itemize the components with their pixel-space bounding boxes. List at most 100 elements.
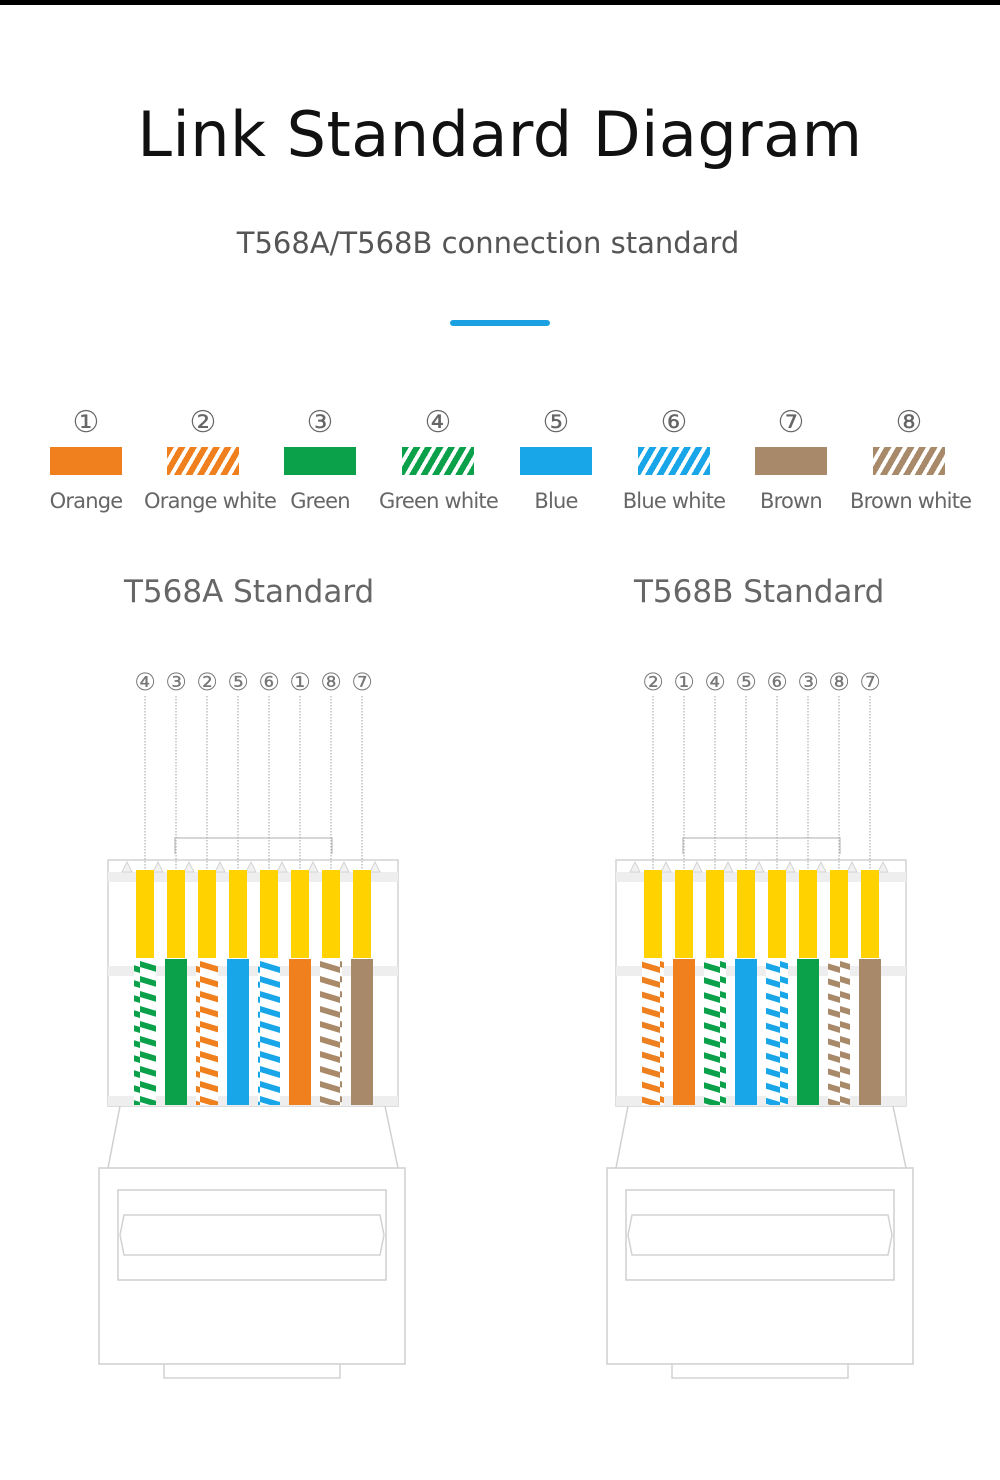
comb-tooth: [629, 860, 641, 873]
legend-swatch-striped: [402, 447, 474, 475]
legend-label: Brown white: [850, 489, 972, 513]
housing-band: [616, 872, 906, 882]
accent-divider: [450, 320, 550, 326]
pin-number-label: ⑥: [258, 668, 280, 696]
legend-label: Green white: [379, 489, 499, 513]
legend-swatch-striped: [638, 447, 710, 475]
pin-number-label: ④: [704, 668, 726, 696]
housing-band: [616, 1096, 906, 1106]
legend-swatch-solid: [50, 447, 122, 475]
top-border: [0, 0, 1000, 5]
connector-foot: [671, 1363, 849, 1379]
legend-number: ②: [189, 405, 217, 440]
legend-item: ⑤ Blue: [497, 405, 615, 513]
comb-tooth: [121, 860, 133, 873]
wire-orange-white: [642, 959, 664, 1105]
wire-blue: [227, 959, 249, 1105]
legend-number: ⑤: [542, 405, 570, 440]
gold-pin: [167, 870, 185, 958]
gold-pin: [260, 870, 278, 958]
connector-housing: [107, 859, 399, 1107]
legend-label: Orange white: [144, 489, 277, 513]
legend-swatch-striped: [873, 447, 945, 475]
comb-tooth: [753, 860, 765, 873]
latch-slot: [627, 1214, 893, 1256]
wire-green-white: [704, 959, 726, 1105]
housing-band: [108, 872, 398, 882]
connector-foot: [163, 1363, 341, 1379]
pin-number-label: ⑦: [859, 668, 881, 696]
page-title: Link Standard Diagram: [137, 98, 863, 171]
gold-pin: [706, 870, 724, 958]
legend-label: Blue white: [622, 489, 726, 513]
legend-label: Green: [290, 489, 350, 513]
comb-tooth: [152, 860, 164, 873]
legend-item: ⑦ Brown: [732, 405, 850, 513]
wire-blue-white: [766, 959, 788, 1105]
wire-orange: [673, 959, 695, 1105]
gold-pin: [675, 870, 693, 958]
pin-number-label: ②: [642, 668, 664, 696]
pin-number-label: ⑥: [766, 668, 788, 696]
legend-number: ③: [306, 405, 334, 440]
legend-label: Brown: [760, 489, 823, 513]
wire-brown-white: [828, 959, 850, 1105]
legend-item: ③ Green: [261, 405, 379, 513]
legend-swatch-solid: [520, 447, 592, 475]
wire-brown: [859, 959, 881, 1105]
comb-tooth: [276, 860, 288, 873]
gold-pin: [644, 870, 662, 958]
page-subtitle: T568A/T568B connection standard: [236, 226, 740, 260]
comb-tooth: [846, 860, 858, 873]
comb-tooth: [245, 860, 257, 873]
comb-tooth: [307, 860, 319, 873]
pin-bracket: [174, 837, 333, 854]
pin-number-label: ⑤: [735, 668, 757, 696]
housing-band: [108, 1096, 398, 1106]
pin-number-label: ⑧: [828, 668, 850, 696]
housing-taper: [615, 1105, 907, 1169]
legend-item: ④ Green white: [379, 405, 499, 513]
housing-band: [616, 966, 906, 976]
wire-green-white: [134, 959, 156, 1105]
legend-number: ⑦: [777, 405, 805, 440]
pin-number-label: ⑧: [320, 668, 342, 696]
legend-number: ①: [72, 405, 100, 440]
pin-number-label: ②: [196, 668, 218, 696]
pin-number-label: ③: [797, 668, 819, 696]
comb-tooth: [369, 860, 381, 873]
pin-number-label: ①: [289, 668, 311, 696]
gold-pin: [799, 870, 817, 958]
comb-tooth: [338, 860, 350, 873]
latch-slot: [119, 1214, 385, 1256]
pin-bracket: [682, 837, 841, 854]
legend-label: Blue: [534, 489, 578, 513]
comb-tooth: [660, 860, 672, 873]
pin-number-label: ①: [673, 668, 695, 696]
comb-tooth: [877, 860, 889, 873]
legend-number: ④: [424, 405, 452, 440]
legend-label: Orange: [49, 489, 124, 513]
t568a-title: T568A Standard: [124, 574, 375, 610]
legend-swatch-striped: [167, 447, 239, 475]
legend-swatch-solid: [755, 447, 827, 475]
comb-tooth: [214, 860, 226, 873]
wire-orange-white: [196, 959, 218, 1105]
gold-pin: [768, 870, 786, 958]
gold-pin: [198, 870, 216, 958]
gold-pin: [136, 870, 154, 958]
legend-number: ⑥: [660, 405, 688, 440]
wire-orange: [289, 959, 311, 1105]
gold-pin: [830, 870, 848, 958]
gold-pin: [322, 870, 340, 958]
wire-blue: [735, 959, 757, 1105]
legend-item: ⑥ Blue white: [615, 405, 733, 513]
pin-number-label: ⑦: [351, 668, 373, 696]
wire-brown: [351, 959, 373, 1105]
wire-green: [797, 959, 819, 1105]
legend-item: ② Orange white: [144, 405, 277, 513]
gold-pin: [861, 870, 879, 958]
